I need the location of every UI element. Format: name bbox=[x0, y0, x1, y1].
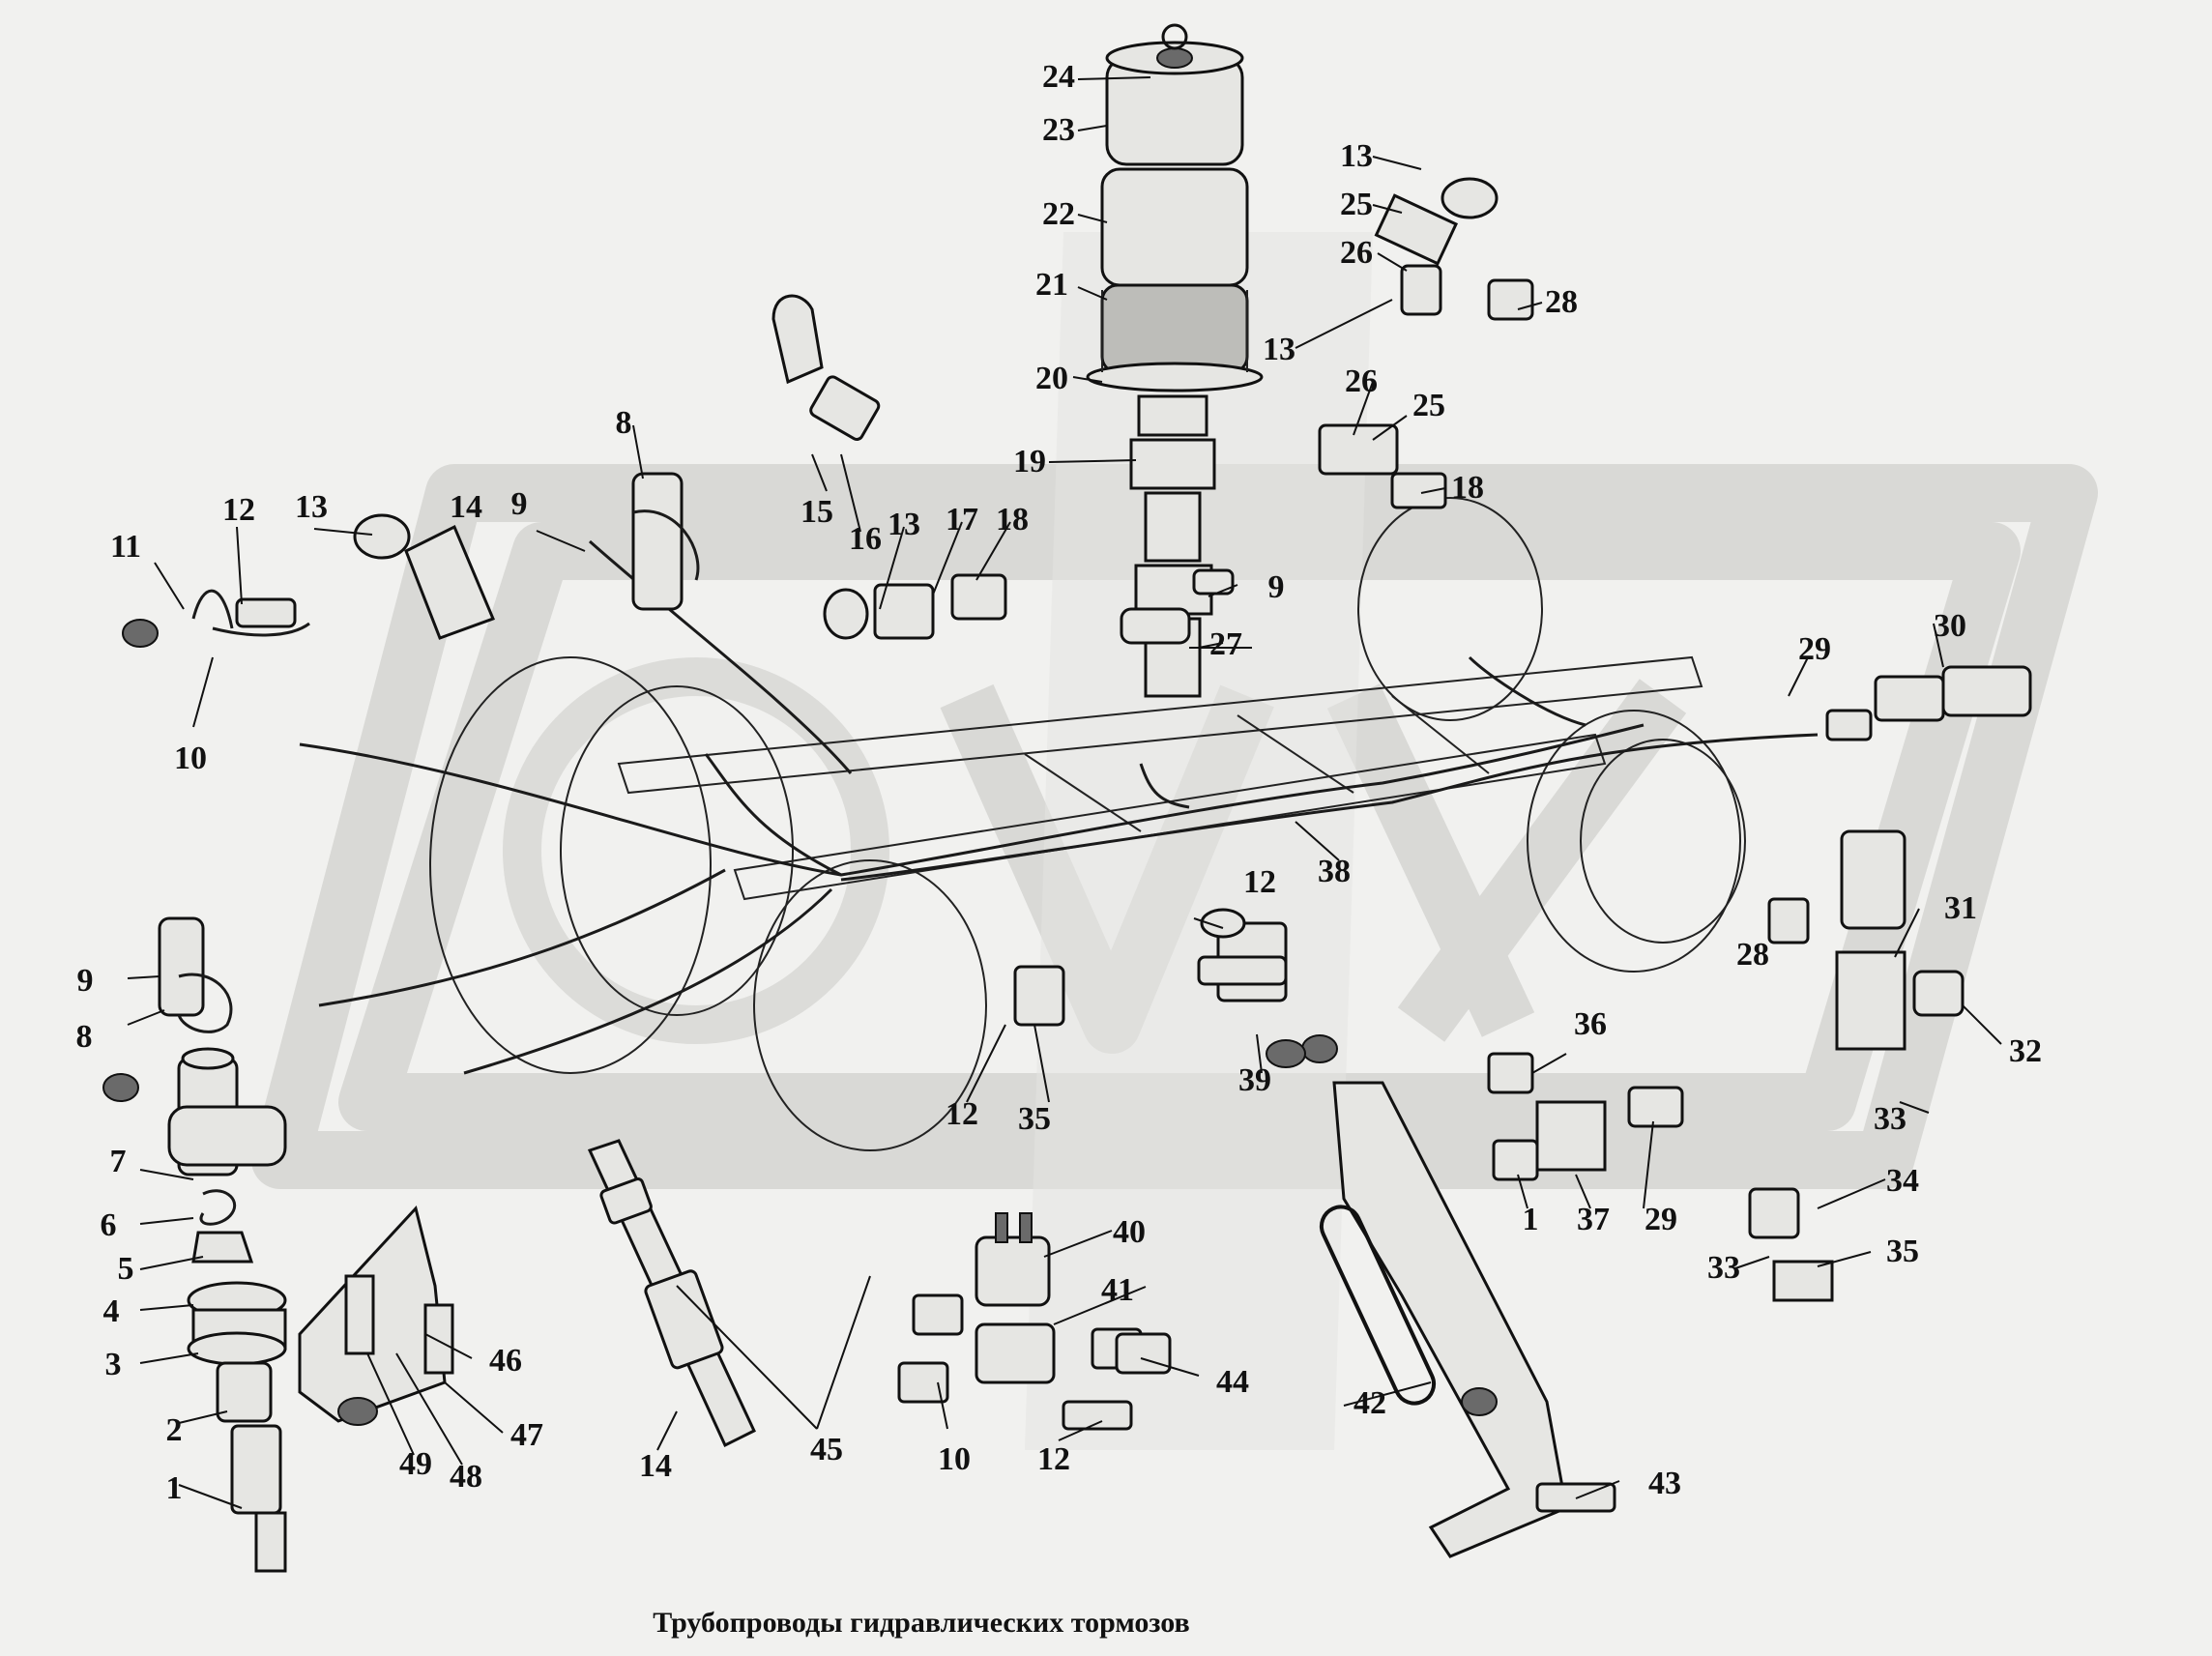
callout-c29b: 29 bbox=[1644, 1202, 1677, 1237]
callout-c8a: 8 bbox=[616, 405, 632, 441]
callout-c3a: 3 bbox=[105, 1347, 122, 1382]
callout-c43a: 43 bbox=[1648, 1466, 1681, 1501]
callout-c17a: 17 bbox=[946, 502, 978, 537]
callout-c33a: 33 bbox=[1874, 1101, 1906, 1137]
callout-c4a: 4 bbox=[103, 1293, 120, 1329]
callout-c46a: 46 bbox=[489, 1343, 522, 1379]
callout-c1a: 1 bbox=[1523, 1202, 1539, 1237]
callout-c45a: 45 bbox=[810, 1432, 843, 1467]
leader-lines bbox=[127, 76, 2002, 1509]
callout-c47a: 47 bbox=[510, 1417, 543, 1453]
callout-c33b: 33 bbox=[1707, 1250, 1740, 1286]
callout-c11a: 11 bbox=[110, 529, 141, 565]
callout-c13c: 13 bbox=[888, 507, 920, 542]
callout-c18a: 18 bbox=[1451, 470, 1484, 506]
chassis-frame bbox=[429, 497, 1746, 1151]
callout-c28a: 28 bbox=[1545, 284, 1578, 320]
callout-c2a: 2 bbox=[166, 1412, 183, 1448]
callout-c39a: 39 bbox=[1238, 1062, 1271, 1098]
callout-c26b: 26 bbox=[1345, 363, 1378, 399]
callout-c14a: 14 bbox=[450, 489, 482, 525]
callout-c25a: 25 bbox=[1340, 187, 1373, 222]
callout-c10a: 10 bbox=[174, 741, 207, 776]
callout-c10b: 10 bbox=[938, 1441, 971, 1477]
callout-c22a: 22 bbox=[1042, 196, 1075, 232]
callout-c26a: 26 bbox=[1340, 235, 1373, 271]
callout-c19a: 19 bbox=[1013, 444, 1046, 479]
callout-c32a: 32 bbox=[2009, 1033, 2042, 1069]
callout-c29a: 29 bbox=[1798, 631, 1831, 667]
master-cylinder-reservoir bbox=[1086, 23, 1264, 698]
callout-c9b: 9 bbox=[1268, 569, 1285, 605]
callout-c38a: 38 bbox=[1318, 854, 1351, 889]
callout-c5a: 5 bbox=[118, 1251, 134, 1287]
brake-pipes bbox=[299, 539, 1819, 1075]
callout-c1b: 1 bbox=[166, 1470, 183, 1506]
callout-c42a: 42 bbox=[1353, 1385, 1386, 1421]
callout-c7a: 7 bbox=[110, 1144, 127, 1179]
callout-c36a: 36 bbox=[1574, 1006, 1607, 1042]
callout-c13b: 13 bbox=[1263, 332, 1295, 367]
callout-c13a: 13 bbox=[1340, 138, 1373, 174]
callout-c13d: 13 bbox=[295, 489, 328, 525]
callout-c18b: 18 bbox=[996, 502, 1029, 537]
callout-c48a: 48 bbox=[450, 1459, 482, 1495]
callout-c25b: 25 bbox=[1412, 388, 1445, 423]
callout-c12d: 12 bbox=[1037, 1441, 1070, 1477]
callout-c34a: 34 bbox=[1886, 1163, 1919, 1199]
callout-c12c: 12 bbox=[946, 1096, 978, 1132]
callout-c30a: 30 bbox=[1934, 608, 1966, 644]
callout-c8b: 8 bbox=[76, 1019, 93, 1055]
diagram-caption: Трубопроводы гидравлических тормозов bbox=[653, 1607, 1189, 1639]
callout-c37a: 37 bbox=[1577, 1202, 1610, 1237]
callout-c41a: 41 bbox=[1101, 1272, 1134, 1308]
callout-c40a: 40 bbox=[1113, 1214, 1146, 1250]
callout-c27a: 27 bbox=[1209, 626, 1242, 662]
callout-c12b: 12 bbox=[1243, 864, 1276, 900]
callout-c9a: 9 bbox=[511, 486, 528, 522]
callout-c21a: 21 bbox=[1035, 267, 1068, 303]
callout-c35b: 35 bbox=[1886, 1234, 1919, 1269]
callout-c12a: 12 bbox=[222, 492, 255, 528]
callout-c20a: 20 bbox=[1035, 361, 1068, 396]
callout-c28b: 28 bbox=[1736, 937, 1769, 973]
callout-c35a: 35 bbox=[1018, 1101, 1051, 1137]
callout-c23a: 23 bbox=[1042, 112, 1075, 148]
callout-c16a: 16 bbox=[849, 521, 882, 557]
callout-c24a: 24 bbox=[1042, 59, 1075, 95]
callout-c15a: 15 bbox=[800, 494, 833, 530]
callout-c31a: 31 bbox=[1944, 890, 1977, 926]
callout-c14b: 14 bbox=[639, 1448, 672, 1484]
callout-c6a: 6 bbox=[101, 1207, 117, 1243]
callout-c9c: 9 bbox=[77, 963, 94, 999]
callout-c49a: 49 bbox=[399, 1446, 432, 1482]
callout-c44a: 44 bbox=[1216, 1364, 1249, 1400]
